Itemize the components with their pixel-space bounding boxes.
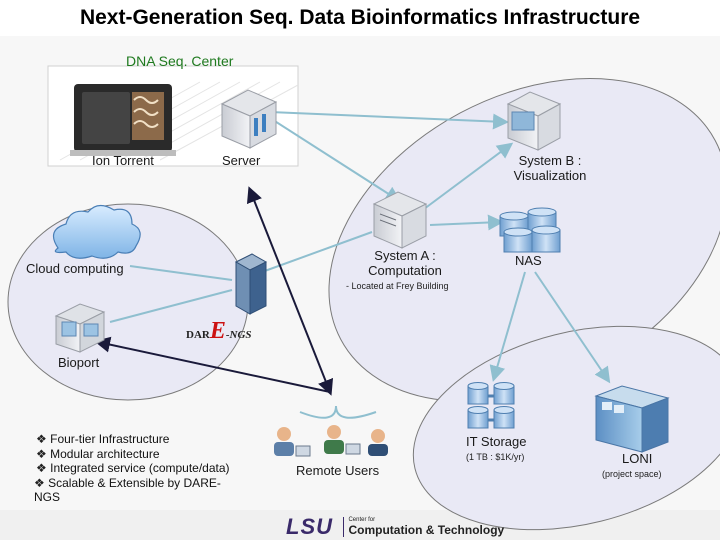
dna-center-label: DNA Seq. Center xyxy=(126,53,234,69)
cloud-computing-label: Cloud computing xyxy=(26,261,124,276)
bullet-glyph-icon: ❖ xyxy=(36,432,47,446)
system-a-subtitle: Computation xyxy=(368,263,442,278)
dare-logo-ngs: -NGS xyxy=(225,329,252,341)
bullet-glyph-icon: ❖ xyxy=(36,446,47,461)
system-b-visualization-icon xyxy=(506,91,562,151)
lsu-logo-text: LSU xyxy=(286,514,333,539)
dare-ngs-logo: DARE-NGS xyxy=(186,318,252,345)
page-title: Next-Generation Seq. Data Bioinformatics… xyxy=(79,6,641,29)
it-storage-icon xyxy=(467,382,515,429)
remote-users-icon xyxy=(274,405,388,457)
system-a-computation-icon xyxy=(372,191,428,249)
dare-logo-dar: DAR xyxy=(186,329,210,341)
loni-rack-icon xyxy=(594,385,670,453)
region-ellipses xyxy=(7,78,720,531)
system-b-subtitle: Visualization xyxy=(513,168,587,183)
bullet-item: ❖ Modular architecture xyxy=(36,446,160,461)
tower-server-icon xyxy=(234,253,268,315)
loni-note: (project space) xyxy=(602,469,662,479)
system-b-label: System B : Visualization xyxy=(500,153,600,183)
server-label: Server xyxy=(222,153,261,168)
bullet-glyph-icon: ❖ xyxy=(36,461,47,475)
remote-users-label: Remote Users xyxy=(296,463,380,478)
bullet-item: ❖ Scalable & Extensible by DARE-NGS xyxy=(34,475,221,505)
cloud-icon xyxy=(52,204,141,259)
bullet-item: ❖ Integrated service (compute/data) xyxy=(36,461,230,475)
feature-bullet-list: ❖ Four-tier Infrastructure ❖ Modular arc… xyxy=(34,432,236,505)
bioport-label: Bioport xyxy=(58,355,100,370)
system-a-title: System A : xyxy=(374,248,436,263)
it-storage-note: (1 TB : $1K/yr) xyxy=(466,452,525,462)
title-bar: Next-Generation Seq. Data Bioinformatics… xyxy=(0,0,720,36)
lsu-cct-logo: LSU Center for Computation & Technology xyxy=(286,514,504,540)
user-access-arrows xyxy=(94,186,334,396)
ion-torrent-machine-icon xyxy=(70,84,176,156)
system-a-location-note: - Located at Frey Building xyxy=(346,281,449,291)
connection-arrows xyxy=(109,111,611,384)
system-b-title: System B : xyxy=(518,153,582,168)
ion-torrent-label: Ion Torrent xyxy=(92,153,154,168)
loni-label: LONI xyxy=(622,451,653,466)
server-icon xyxy=(220,89,278,149)
bullet-glyph-icon: ❖ xyxy=(34,475,45,490)
nas-label: NAS xyxy=(515,253,542,268)
system-a-label: System A : Computation xyxy=(350,248,460,278)
dare-logo-e: E xyxy=(209,318,226,344)
bioport-workstation-icon xyxy=(54,303,106,353)
cct-logo-text: Center for Computation & Technology xyxy=(343,517,504,537)
bullet-item: ❖ Four-tier Infrastructure xyxy=(36,432,170,446)
nas-disk-array-icon xyxy=(499,207,561,253)
it-storage-label: IT Storage xyxy=(466,434,527,449)
